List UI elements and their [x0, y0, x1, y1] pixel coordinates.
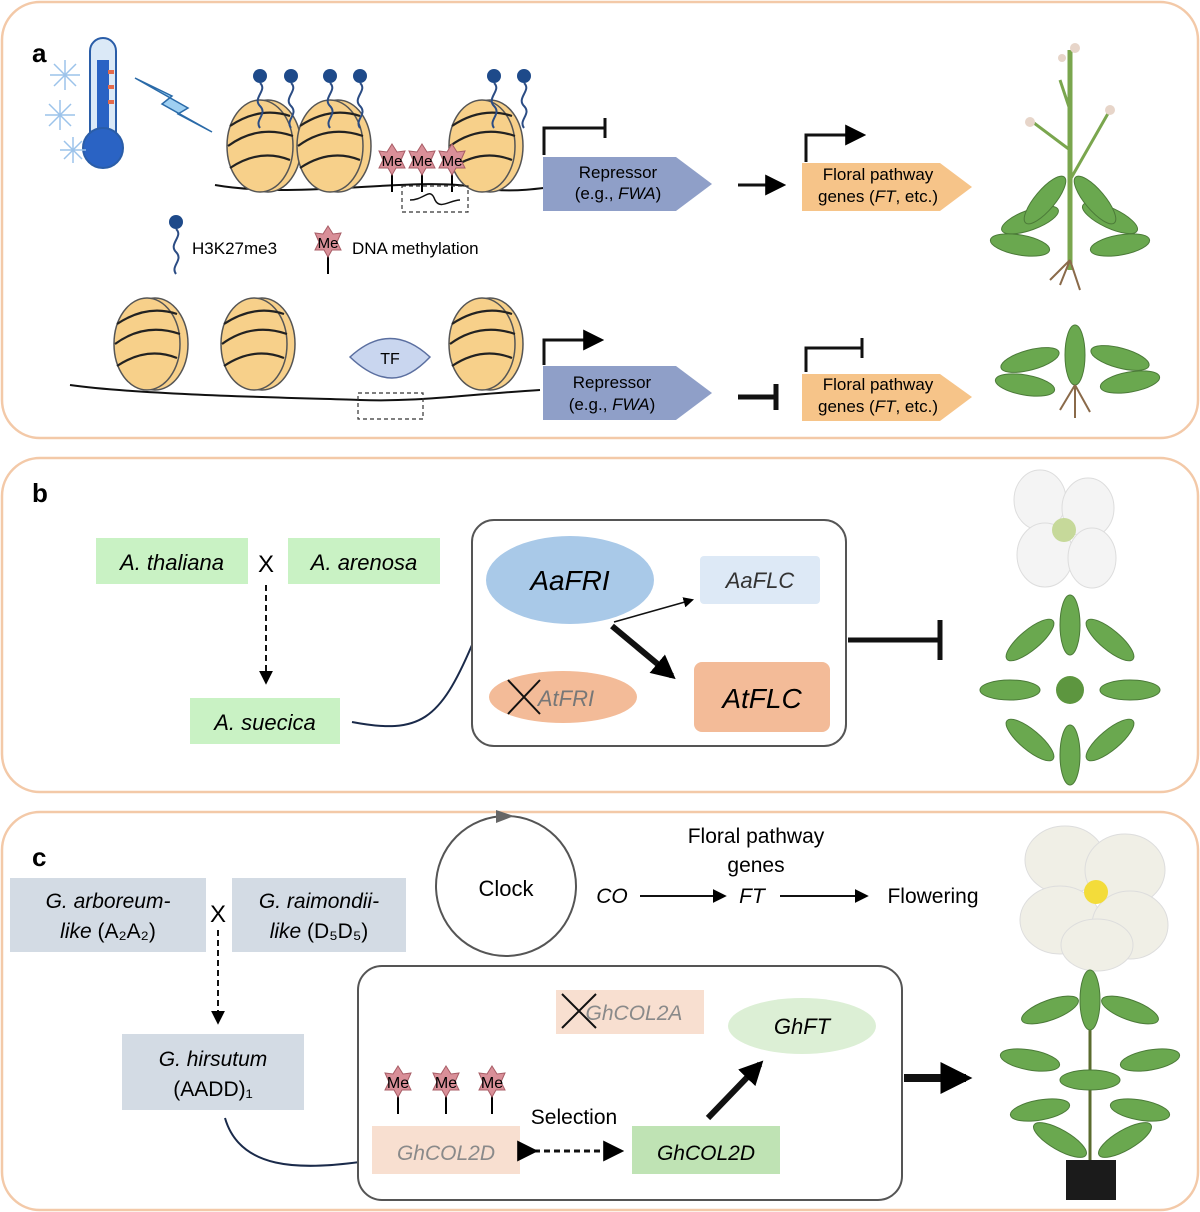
nucleosome [295, 98, 373, 194]
ghcol2d-active-label: GhCOL2D [657, 1142, 755, 1165]
ghcol2d-methylated-box [372, 1126, 520, 1174]
ft-label: FT [739, 885, 767, 908]
species-label: like (A₂A₂) [60, 920, 156, 943]
repressor-label: Repressor [573, 373, 652, 392]
repressor-example: (e.g., FWA) [569, 395, 656, 414]
nucleosome [225, 98, 303, 194]
species-label: G. arboreum- [46, 890, 171, 913]
inhibition-arrow [738, 384, 779, 410]
cotton-flower-image [1019, 825, 1169, 972]
panel-a-frame [0, 0, 1200, 440]
me-label: Me [435, 1075, 457, 1092]
ghft-label: GhFT [774, 1014, 832, 1039]
thermometer-icon [82, 37, 124, 169]
nucleosome [219, 296, 297, 392]
binding-site-box [401, 185, 469, 213]
panel-c-label: c [32, 842, 46, 872]
transcription-factor [348, 337, 432, 379]
clock-label: Clock [478, 876, 534, 901]
flowering-plant-image [988, 43, 1152, 291]
repressor-label: Repressor [579, 163, 658, 182]
lightning-icon [134, 77, 213, 133]
arabidopsis-rosette-image [979, 594, 1161, 786]
ghcol2d-active-box [632, 1126, 780, 1174]
pathway-label: Floral pathway [688, 825, 825, 848]
flowering-label: Flowering [887, 885, 978, 908]
floral-gene-box [802, 374, 972, 421]
species-label: A. suecica [212, 710, 316, 735]
species-box-g-arboreum [10, 878, 206, 952]
tf-label: TF [380, 351, 400, 368]
me-label: Me [318, 235, 339, 252]
floral-example: genes (FT, etc.) [818, 187, 938, 206]
repressor-gene-box [543, 157, 712, 211]
atfri-label: AtFRI [536, 686, 594, 711]
nucleosome [447, 98, 525, 194]
panel-a-label: a [32, 38, 47, 68]
promoter-active-arrow [542, 329, 605, 365]
species-label: A. thaliana [118, 550, 224, 575]
cotton-plant-image [998, 969, 1182, 1200]
species-label: like (D₅D₅) [270, 920, 369, 943]
ghft-ellipse [728, 998, 876, 1054]
dna-methylation-legend-label: DNA methylation [352, 239, 479, 258]
pathway-label: genes [727, 854, 784, 877]
floral-gene-box [802, 163, 972, 211]
dna-strand-bottom [69, 384, 541, 402]
floral-example: genes (FT, etc.) [818, 397, 938, 416]
species-label: G. raimondii- [259, 890, 379, 913]
promoter-blocked-arrow [542, 118, 607, 155]
strong-activation-arrow [610, 623, 676, 680]
aafri-label: AaFRI [528, 565, 610, 596]
species-label: G. hirsutum [159, 1048, 268, 1071]
aaflc-label: AaFLC [724, 568, 795, 593]
me-label: Me [412, 153, 433, 170]
cross-symbol: X [210, 901, 226, 928]
h3k27me3-legend-label: H3K27me3 [192, 239, 277, 258]
aaflc-box [700, 556, 820, 604]
species-box-a-arenosa [288, 538, 440, 584]
promoter-blocked-arrow [804, 338, 864, 372]
co-label: CO [596, 885, 628, 908]
me-label: Me [481, 1075, 503, 1092]
floral-label: Floral pathway [823, 165, 934, 184]
me-label: Me [442, 153, 463, 170]
aafri-ellipse [486, 536, 654, 624]
atflc-box [694, 662, 830, 732]
promoter-active-arrow [804, 124, 867, 162]
me-label: Me [382, 153, 403, 170]
atfri-ellipse [489, 671, 637, 723]
repressor-gene-box [543, 366, 712, 420]
clock-arrow-icon [496, 810, 514, 823]
species-box-g-hirsutum [122, 1034, 304, 1110]
binding-site-box [357, 392, 424, 420]
species-box-a-suecica [190, 698, 340, 744]
snowflake-icon [45, 60, 86, 163]
panel-b-label: b [32, 478, 48, 508]
arabidopsis-flower-image [1013, 469, 1117, 589]
inhibition-arrow [848, 620, 943, 660]
species-box-g-raimondii [232, 878, 406, 952]
ghcol2d-methylated-label: GhCOL2D [397, 1142, 495, 1165]
genome-label: (AADD)₁ [173, 1078, 252, 1101]
floral-label: Floral pathway [823, 375, 934, 394]
nucleosome [447, 296, 525, 392]
nucleosome [112, 296, 190, 392]
me-label: Me [387, 1075, 409, 1092]
species-label: A. arenosa [309, 550, 417, 575]
repressor-example: (e.g., FWA) [575, 184, 662, 203]
knockout-cross-icon [561, 993, 597, 1029]
knockout-cross-icon [507, 679, 541, 715]
species-box-a-thaliana [96, 538, 248, 584]
selection-label: Selection [531, 1106, 617, 1129]
ghcol2a-label: GhCOL2A [586, 1002, 683, 1025]
rosette-plant-image [993, 324, 1162, 418]
connector-line [224, 1117, 361, 1167]
weak-activation-arrow [613, 597, 695, 623]
atflc-label: AtFLC [720, 683, 802, 714]
connector-line [351, 644, 473, 728]
cross-symbol: X [258, 551, 274, 578]
activation-arrow [705, 1060, 764, 1121]
